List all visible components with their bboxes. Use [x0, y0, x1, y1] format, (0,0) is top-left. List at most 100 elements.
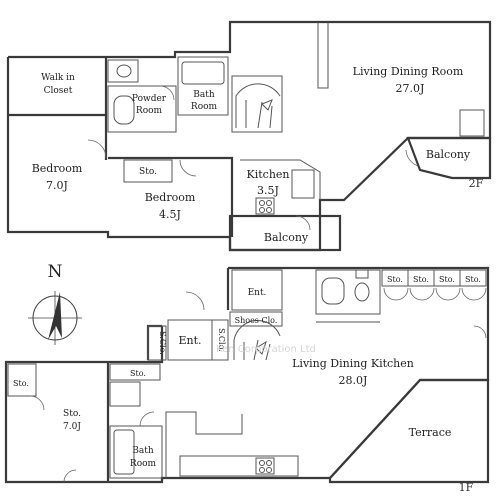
burner-icon	[266, 460, 272, 466]
stair-tread	[257, 101, 263, 129]
shoes-closet	[229, 311, 283, 327]
shoes-closet-label: Shoes Clo.	[235, 316, 278, 325]
kitchen-label: Kitchen	[247, 168, 290, 181]
shoe-closet-left-label: S.Clo.	[158, 331, 167, 355]
folding-door	[461, 287, 487, 301]
door-swing	[29, 395, 45, 411]
storage-small-left	[7, 363, 37, 397]
floor-label-2f: 2F	[469, 177, 484, 190]
bath-label-1: Bath	[193, 90, 215, 100]
lower-kitchen-counter	[179, 455, 299, 477]
entrance-upper-room	[231, 269, 283, 311]
shoe-closet-right-label: S.Clo.	[217, 328, 226, 352]
burner-icon	[259, 460, 265, 466]
stair-tread	[269, 105, 273, 129]
burner-icon	[259, 200, 265, 206]
storage-row-label-4: Sto.	[465, 275, 481, 284]
bath-room	[177, 56, 229, 116]
lower-stove	[255, 457, 275, 475]
door-swing	[473, 325, 487, 339]
kitchen-outline	[240, 159, 321, 200]
walk-in-closet-label-2: Closet	[44, 86, 73, 96]
bath-label-2: Room	[191, 102, 218, 112]
living-cabinet	[459, 109, 485, 137]
folding-door	[435, 287, 461, 301]
door-swing	[295, 215, 311, 231]
upper-floor	[6, 20, 492, 252]
burner-icon	[266, 200, 272, 206]
living-partition	[317, 22, 329, 89]
storage-small-mid-label: Sto.	[130, 369, 146, 378]
living-room-size: 27.0J	[396, 82, 425, 95]
kitchen-counter	[291, 169, 315, 199]
stair-tread	[265, 343, 271, 361]
balcony-bottom-outline	[228, 214, 342, 252]
bedroom-mid-label: Bedroom	[145, 191, 196, 204]
lower-sink	[321, 277, 345, 305]
balcony-bottom-label: Balcony	[264, 231, 309, 244]
door-swing	[405, 149, 419, 167]
bedroom-left-size: 7.0J	[46, 179, 68, 192]
door-swing	[179, 159, 197, 177]
lower-closet	[109, 381, 141, 407]
compass: N	[28, 262, 82, 345]
storage-small-left-label: Sto.	[13, 379, 29, 388]
upper-stair-well	[231, 75, 283, 133]
living-room-label: Living Dining Room	[353, 65, 464, 78]
toilet-fixture	[116, 64, 132, 78]
burner-icon	[266, 467, 272, 473]
bathtub	[181, 61, 225, 85]
lower-floor	[4, 266, 490, 484]
storage-label: Sto.	[139, 167, 157, 177]
kitchen-island-outline	[165, 411, 243, 478]
floor-label-1f: 1F	[459, 481, 474, 494]
door-swing	[159, 85, 175, 101]
upper-stair-arc	[235, 83, 281, 128]
storage-row-label-3: Sto.	[439, 275, 455, 284]
lower-wc-area	[315, 269, 381, 315]
burner-icon	[266, 207, 272, 213]
entrance-label: Ent.	[178, 334, 201, 347]
burner-icon	[259, 207, 265, 213]
lower-outer-wall	[4, 266, 490, 484]
lower-stair-arc	[233, 320, 281, 360]
ldk-label: Living Dining Kitchen	[292, 357, 414, 370]
bedroom-mid-wall	[108, 156, 234, 237]
lower-bath-label-2: Room	[130, 459, 157, 469]
terrace-outline	[328, 378, 490, 484]
storage-closet	[123, 159, 173, 183]
toilet-room	[107, 59, 139, 83]
lower-bath-label-1: Bath	[132, 446, 154, 456]
stair-tread	[253, 339, 259, 361]
bedroom-mid-size: 4.5J	[159, 208, 181, 221]
lower-bath-room	[109, 425, 163, 479]
lower-toilet	[354, 282, 370, 302]
balcony-right-outline	[406, 136, 492, 180]
storage-big-size: 7.0J	[63, 422, 81, 432]
lower-bathtub	[113, 429, 135, 475]
compass-needle-icon	[48, 292, 62, 340]
entrance-upper-label: Ent.	[248, 288, 267, 298]
kitchen-stove	[255, 197, 275, 215]
door-swing	[87, 139, 107, 159]
folding-door	[409, 287, 435, 301]
shoe-closet-left	[147, 325, 167, 361]
storage-big-label: Sto.	[63, 409, 81, 419]
lower-stair-arrow-icon	[255, 340, 267, 355]
powder-room-label-1: Powder	[132, 94, 167, 104]
powder-room-label-2: Room	[136, 106, 163, 116]
powder-room	[107, 85, 177, 133]
watermark: Ken Corporation Ltd	[216, 344, 316, 355]
storage-small-mid	[109, 363, 161, 381]
door-swing	[63, 469, 77, 483]
storage-row-label-2: Sto.	[413, 275, 429, 284]
door-swing	[185, 291, 205, 311]
upper-labels: Walk in Closet Powder Room Bath Room Liv…	[32, 65, 484, 244]
folding-door	[383, 287, 409, 301]
ldk-size: 28.0J	[339, 374, 368, 387]
upper-outer-wall-top	[8, 20, 492, 138]
powder-sink	[113, 95, 135, 125]
stair-arrow-icon	[261, 99, 273, 111]
storage-row-label-1: Sto.	[387, 275, 403, 284]
